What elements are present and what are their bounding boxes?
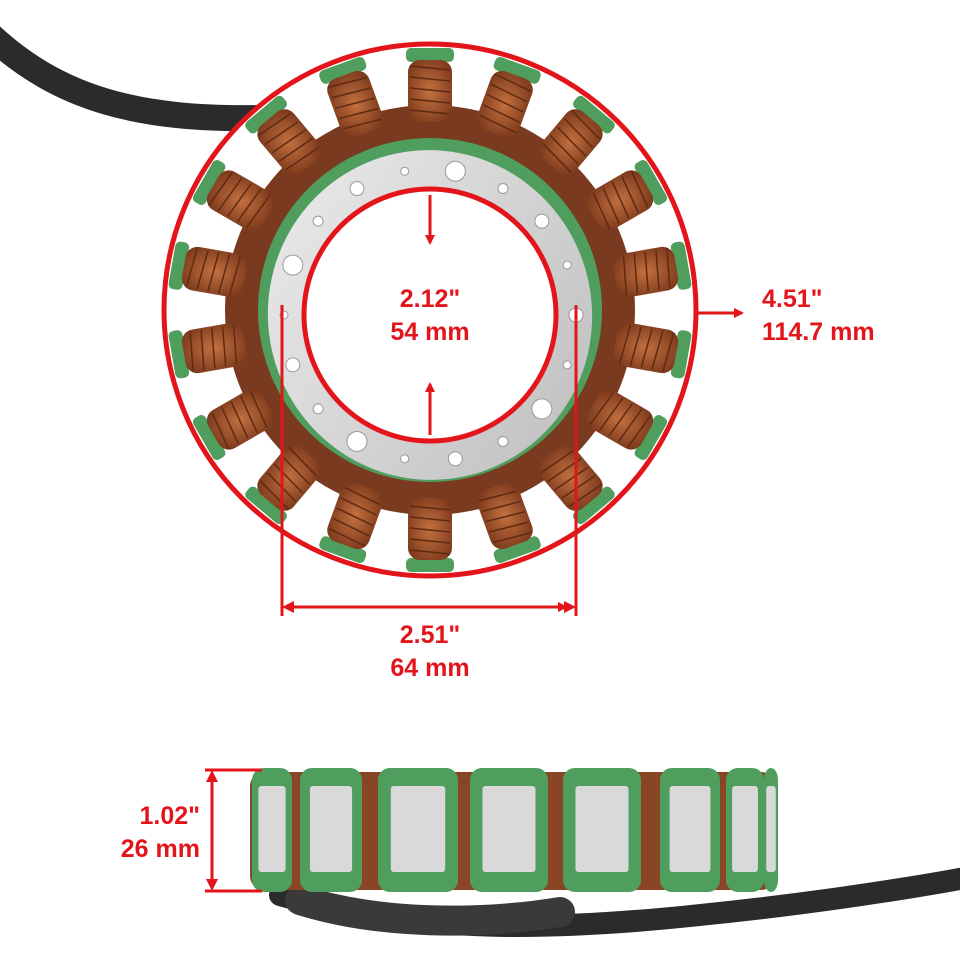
outer-diameter-mm: 114.7 mm: [762, 318, 875, 346]
side-view-cable-sheath: [285, 885, 575, 936]
stator-coil: [192, 160, 274, 231]
side-pole: [563, 768, 641, 892]
plate-hole: [531, 398, 553, 420]
plate-hole: [282, 254, 304, 276]
bolt-spacing-label: 2.51" 64 mm: [360, 619, 500, 685]
stator-coil: [538, 95, 615, 176]
side-pole: [660, 768, 720, 892]
stator-coil: [477, 482, 541, 563]
plate-hole: [346, 430, 368, 452]
coil-group: [168, 48, 692, 572]
height-label: 1.02" 26 mm: [92, 800, 200, 866]
side-pole: [378, 768, 458, 892]
height-mm: 26 mm: [120, 835, 200, 863]
plate-hole: [444, 160, 466, 182]
stator-coil: [319, 57, 383, 138]
stator-coil: [406, 498, 454, 572]
stator-coil: [586, 389, 668, 460]
plate-hole: [447, 451, 463, 467]
stator-side-view: [250, 768, 778, 892]
plate-hole: [497, 183, 509, 195]
inner-diameter-inch: 2.12": [399, 285, 461, 313]
wire-harness-cable: [0, 26, 273, 132]
stator-top-view: [161, 41, 699, 579]
stator-coil: [586, 160, 668, 231]
stator-coil: [168, 241, 247, 298]
side-pole: [470, 768, 548, 892]
plate-hole: [400, 454, 410, 464]
stator-coil: [245, 95, 322, 176]
bolt-spacing-arrowhead-left: [282, 601, 294, 613]
side-pole: [252, 768, 292, 892]
plate-hole: [312, 403, 324, 415]
plate-hole: [285, 357, 301, 373]
height-arrowhead-top: [206, 770, 218, 782]
plate-hole: [349, 181, 365, 197]
side-view-poles: [252, 768, 778, 892]
stator-coil: [192, 389, 274, 460]
stator-coil: [613, 322, 692, 379]
bolt-spacing-inch: 2.51": [399, 621, 461, 649]
inner-diameter-label: 2.12" 54 mm: [360, 283, 500, 349]
side-pole: [300, 768, 362, 892]
stator-coil: [613, 241, 692, 298]
plate-hole: [562, 260, 572, 270]
height-inch: 1.02": [139, 802, 200, 830]
plate-hole: [497, 435, 509, 447]
bolt-spacing-arrowhead-right: [564, 601, 576, 613]
inner-bore-circle: [301, 186, 559, 444]
plate-hole: [562, 360, 572, 370]
stator-coil: [538, 444, 615, 525]
side-pole: [764, 768, 778, 892]
stator-coil: [406, 48, 454, 122]
plate-hole: [534, 213, 550, 229]
stator-coil: [319, 482, 383, 563]
height-arrowhead-bottom: [206, 879, 218, 891]
inner-diameter-mm: 54 mm: [390, 318, 470, 346]
plate-hole: [400, 166, 410, 176]
bolt-spacing-mm: 64 mm: [390, 654, 470, 682]
outer-diameter-inch: 4.51": [762, 285, 823, 313]
outer-diameter-label: 4.51" 114.7 mm: [762, 283, 912, 349]
plate-hole: [312, 215, 324, 227]
stator-coil: [477, 57, 541, 138]
stator-coil: [168, 322, 247, 379]
side-pole: [726, 768, 764, 892]
